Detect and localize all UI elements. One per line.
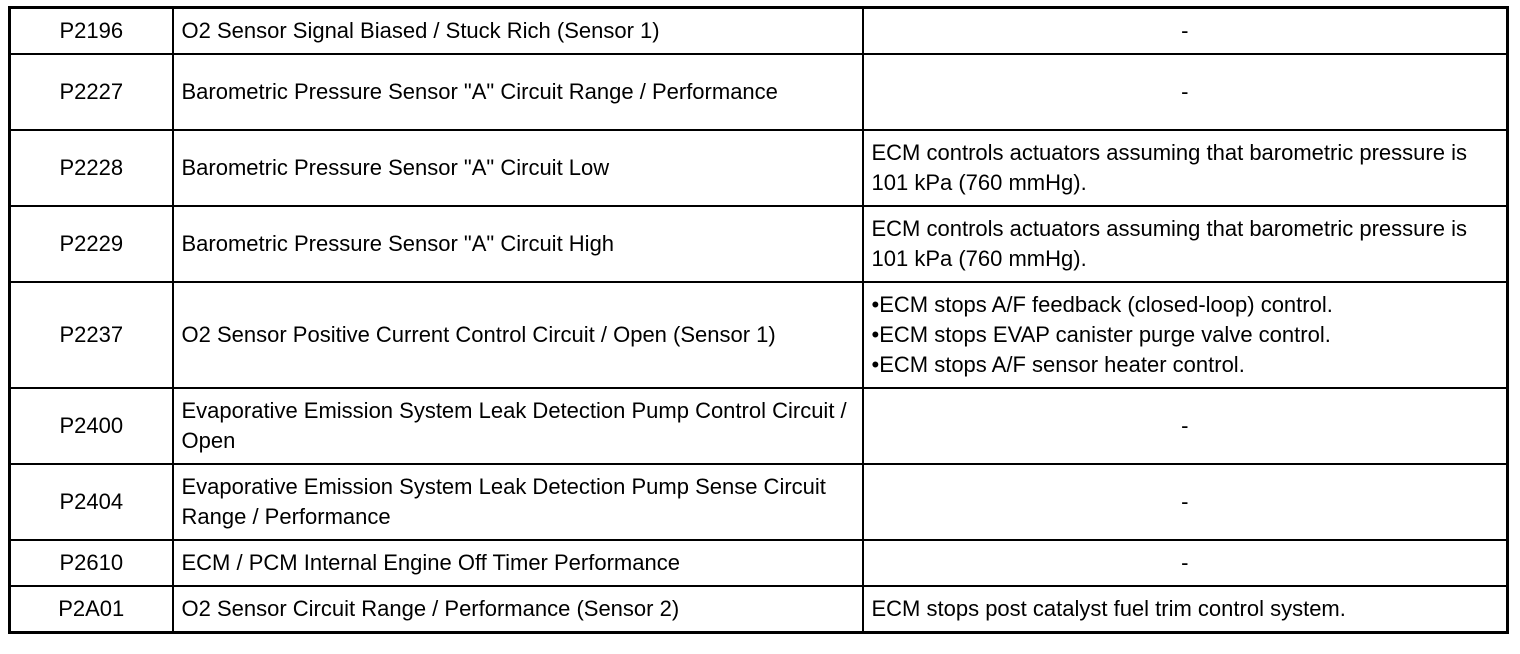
fail-safe-cell: ECM controls actuators assuming that bar…: [861, 129, 1509, 207]
fail-safe-bullet: •ECM stops A/F sensor heater control.: [871, 352, 1245, 377]
dtc-description-cell: ECM / PCM Internal Engine Off Timer Perf…: [171, 539, 864, 587]
fail-safe-cell: -: [861, 387, 1509, 465]
table-row: P2A01 O2 Sensor Circuit Range / Performa…: [8, 585, 1509, 634]
dtc-code-cell: P2229: [8, 205, 174, 283]
table-row: P2237 O2 Sensor Positive Current Control…: [8, 281, 1509, 389]
dtc-code-cell: P2A01: [8, 585, 174, 634]
dtc-description-cell: O2 Sensor Signal Biased / Stuck Rich (Se…: [171, 6, 864, 55]
dtc-description-cell: Barometric Pressure Sensor "A" Circuit R…: [171, 53, 864, 131]
table-row: P2610 ECM / PCM Internal Engine Off Time…: [8, 539, 1509, 587]
dtc-code-cell: P2227: [8, 53, 174, 131]
table-row: P2400 Evaporative Emission System Leak D…: [8, 387, 1509, 465]
fail-safe-cell: -: [861, 53, 1509, 131]
dtc-code-cell: P2196: [8, 6, 174, 55]
fail-safe-bullet: •ECM stops EVAP canister purge valve con…: [871, 322, 1331, 347]
table-row: P2227 Barometric Pressure Sensor "A" Cir…: [8, 53, 1509, 131]
table-row: P2404 Evaporative Emission System Leak D…: [8, 463, 1509, 541]
dtc-description-cell: Barometric Pressure Sensor "A" Circuit L…: [171, 129, 864, 207]
fail-safe-cell: -: [861, 463, 1509, 541]
fail-safe-cell: -: [861, 6, 1509, 55]
dtc-table: P2196 O2 Sensor Signal Biased / Stuck Ri…: [8, 6, 1509, 634]
dtc-description-cell: O2 Sensor Positive Current Control Circu…: [171, 281, 864, 389]
table-row: P2228 Barometric Pressure Sensor "A" Cir…: [8, 129, 1509, 207]
dtc-code-cell: P2400: [8, 387, 174, 465]
fail-safe-cell: •ECM stops A/F feedback (closed-loop) co…: [861, 281, 1509, 389]
dtc-description-cell: O2 Sensor Circuit Range / Performance (S…: [171, 585, 864, 634]
dtc-description-cell: Barometric Pressure Sensor "A" Circuit H…: [171, 205, 864, 283]
dtc-description-cell: Evaporative Emission System Leak Detecti…: [171, 463, 864, 541]
dtc-code-cell: P2404: [8, 463, 174, 541]
dtc-code-cell: P2228: [8, 129, 174, 207]
dtc-table-body: P2196 O2 Sensor Signal Biased / Stuck Ri…: [8, 6, 1509, 634]
fail-safe-cell: -: [861, 539, 1509, 587]
fail-safe-bullet: •ECM stops A/F feedback (closed-loop) co…: [871, 292, 1333, 317]
fail-safe-cell: ECM stops post catalyst fuel trim contro…: [861, 585, 1509, 634]
dtc-code-cell: P2237: [8, 281, 174, 389]
dtc-description-cell: Evaporative Emission System Leak Detecti…: [171, 387, 864, 465]
dtc-code-cell: P2610: [8, 539, 174, 587]
fail-safe-cell: ECM controls actuators assuming that bar…: [861, 205, 1509, 283]
table-row: P2229 Barometric Pressure Sensor "A" Cir…: [8, 205, 1509, 283]
table-row: P2196 O2 Sensor Signal Biased / Stuck Ri…: [8, 6, 1509, 55]
